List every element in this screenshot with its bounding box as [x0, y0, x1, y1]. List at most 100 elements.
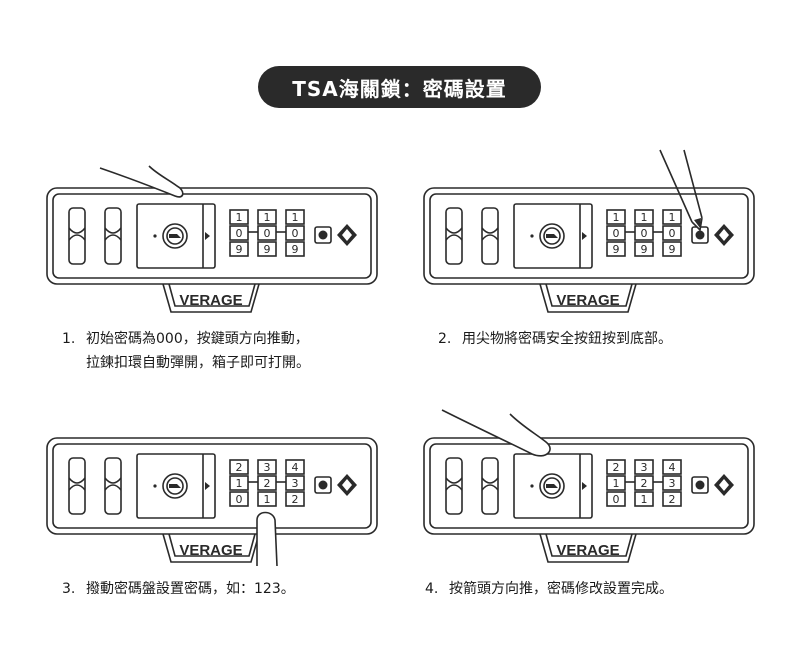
brand-plate [539, 533, 637, 563]
wheel-digit: 2 [236, 461, 243, 474]
lock-body-inner [429, 443, 749, 529]
zipper-puller [104, 457, 122, 515]
keyhole-inner [543, 477, 561, 495]
wheel-digit: 9 [264, 243, 271, 256]
brand-plate-inner [545, 283, 633, 307]
wheel-digit: 1 [669, 211, 676, 224]
reset-button-dot [695, 480, 705, 490]
wheel-digit: 1 [236, 211, 243, 224]
brand-logo: VERAGE [556, 292, 619, 309]
keyhole-icon [169, 234, 181, 238]
wheel-digit: 2 [669, 493, 676, 506]
wheel-cell [285, 491, 305, 507]
lock-body [423, 187, 755, 285]
wheel-digit: 1 [641, 211, 648, 224]
wheel-digit: 2 [292, 493, 299, 506]
zipper-puller [445, 207, 463, 265]
step-3-caption: 3.撥動密碼盤設置密碼，如：123。 [62, 577, 295, 601]
slider-housing [136, 453, 216, 519]
wheel-cell [229, 491, 249, 507]
reset-button [314, 476, 332, 494]
brand-logo: VERAGE [179, 292, 242, 309]
step-3-line1: 撥動密碼盤設置密碼，如：123。 [86, 581, 295, 597]
wheel-digit: 0 [236, 493, 243, 506]
step-1-line1: 初始密碼為000，按鍵頭方向推動， [86, 331, 309, 347]
wheel-digit: 2 [613, 461, 620, 474]
wheel-digit: 3 [292, 477, 299, 490]
brand-plate-inner [168, 533, 256, 557]
arrow-icon [205, 482, 210, 490]
finger-icon [256, 511, 278, 567]
wheel-cell [285, 209, 305, 225]
wheel-digit: 2 [641, 477, 648, 490]
keyhole-icon [546, 484, 558, 488]
wheel-cell [285, 225, 305, 241]
pen-tip-icon [694, 218, 701, 228]
wheel-digit: 3 [264, 461, 271, 474]
step-1-caption: 1. 初始密碼為000，按鍵頭方向推動， 拉鍊扣環自動彈開，箱子即可打開。 [62, 327, 310, 375]
step-2-number: 2. [438, 331, 452, 347]
finger-icon [441, 409, 551, 457]
wheel-digit: 9 [236, 243, 243, 256]
slider-housing [513, 453, 593, 519]
keyhole-inner [166, 227, 184, 245]
wheel-digit: 0 [236, 227, 243, 240]
reset-button-dot [695, 230, 705, 240]
zipper-puller [445, 457, 463, 515]
wheel-cell [634, 459, 654, 475]
lock-body-inner [52, 193, 372, 279]
keyhole-outer [162, 473, 188, 499]
wheel-digit: 0 [613, 493, 620, 506]
dot [153, 234, 157, 238]
wheel-digit: 3 [669, 477, 676, 490]
wheel-cell [634, 491, 654, 507]
wheel-cell [257, 491, 277, 507]
step-1-line2: 拉鍊扣環自動彈開，箱子即可打開。 [86, 355, 310, 371]
lock-body [46, 437, 378, 535]
step-4-caption: 4.按箭頭方向推，密碼修改設置完成。 [425, 577, 673, 601]
wheel-cell [662, 475, 682, 491]
zipper-puller [481, 207, 499, 265]
wheel-cell [634, 241, 654, 257]
wheel-digit: 1 [641, 493, 648, 506]
wheel-cell [229, 241, 249, 257]
wheel-digit: 4 [669, 461, 676, 474]
wheel-cell [662, 459, 682, 475]
wheel-cell [285, 475, 305, 491]
step-4-number: 4. [425, 581, 439, 597]
wheel-digit: 1 [236, 477, 243, 490]
wheel-cell [662, 209, 682, 225]
wheel-cell [229, 225, 249, 241]
wheel-cell [257, 241, 277, 257]
brand-plate [162, 533, 260, 563]
wheel-cell [229, 209, 249, 225]
wheel-cell [257, 225, 277, 241]
wheel-digit: 4 [292, 461, 299, 474]
keyhole-icon [169, 484, 181, 488]
lock-body-inner [429, 193, 749, 279]
reset-button [314, 226, 332, 244]
brand-plate [539, 283, 637, 313]
arrow-icon [582, 232, 587, 240]
reset-button-dot [318, 480, 328, 490]
wheel-cell [606, 209, 626, 225]
lock-body-inner [52, 443, 372, 529]
zipper-puller [68, 207, 86, 265]
dot [530, 234, 534, 238]
wheel-cell [229, 475, 249, 491]
step-1-number: 1. [62, 331, 76, 347]
wheel-cell [257, 459, 277, 475]
wheel-digit: 0 [264, 227, 271, 240]
dot [530, 484, 534, 488]
wheel-digit: 0 [292, 227, 299, 240]
zipper-puller [481, 457, 499, 515]
step-2-caption: 2.用尖物將密碼安全按鈕按到底部。 [438, 327, 672, 351]
diamond-logo-icon [714, 224, 734, 246]
wheel-digit: 1 [613, 211, 620, 224]
wheel-digit: 9 [641, 243, 648, 256]
